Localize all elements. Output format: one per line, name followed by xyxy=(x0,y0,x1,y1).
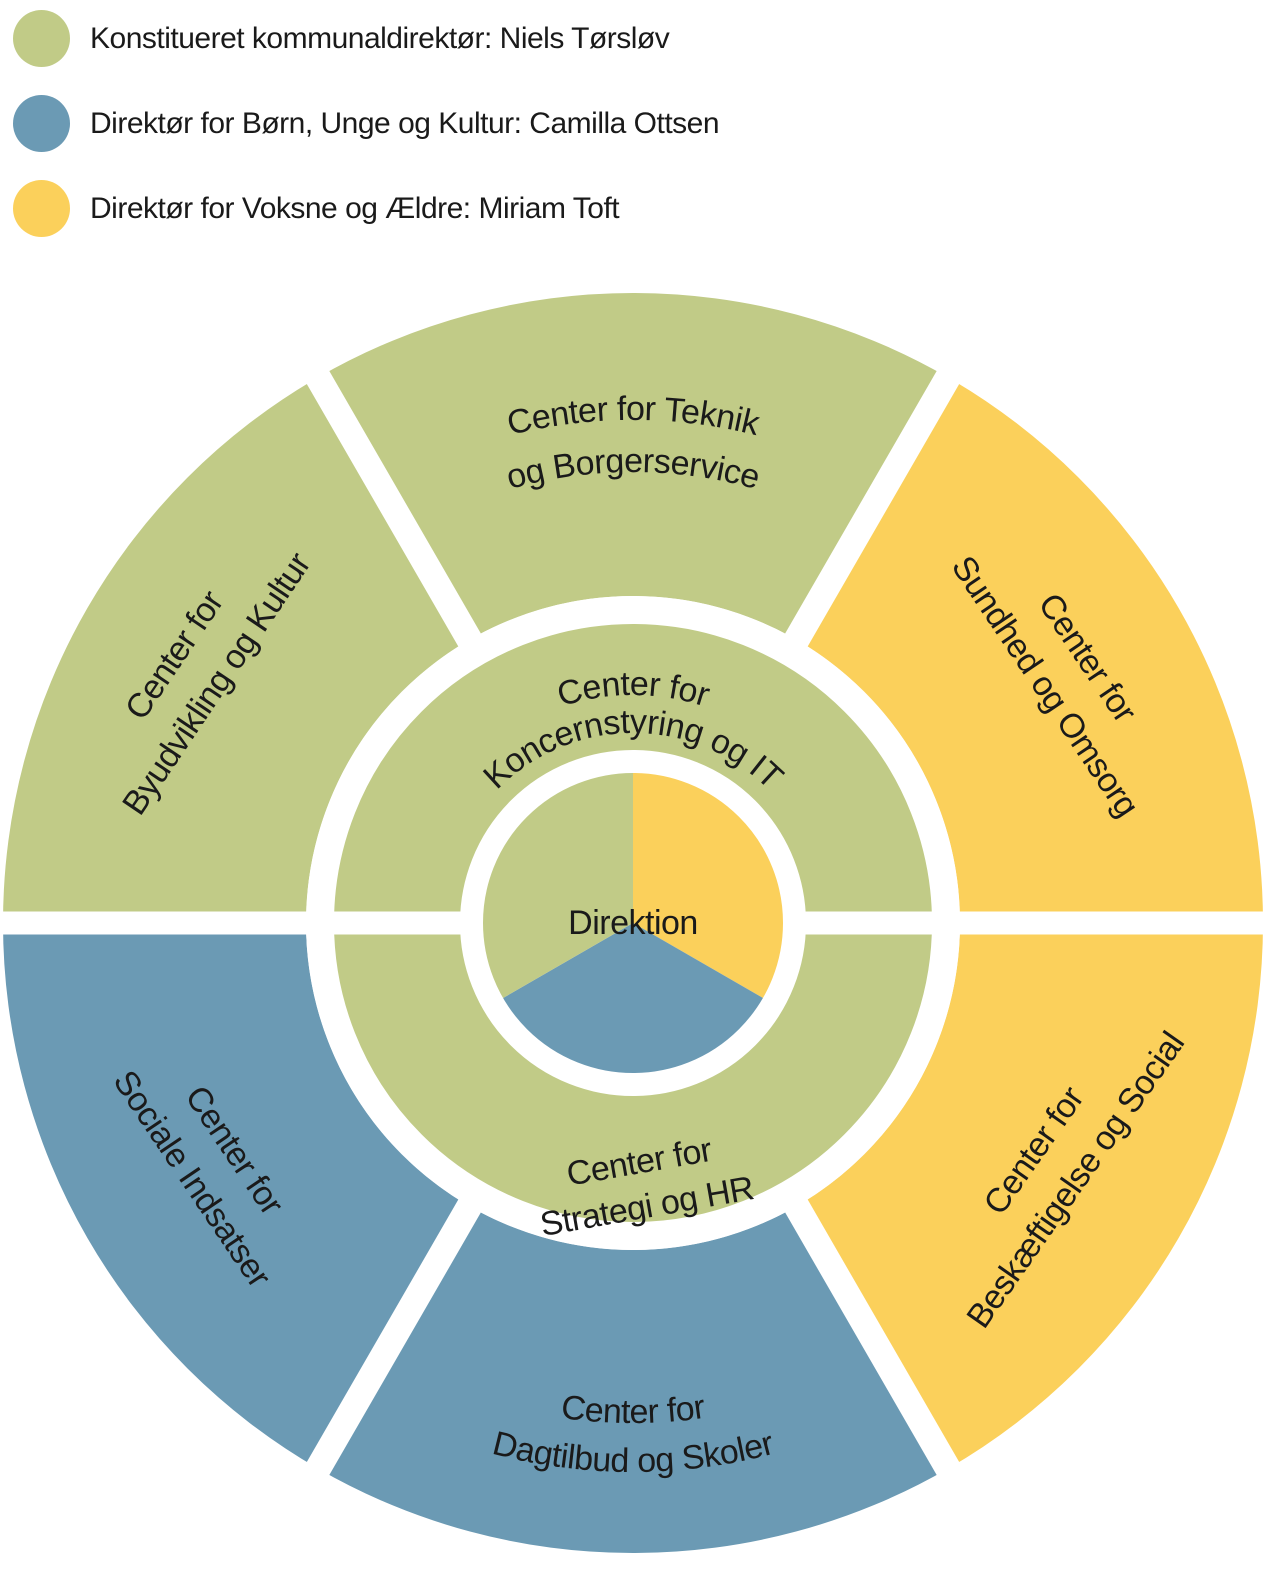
legend-item: Direktør for Børn, Unge og Kultur: Camil… xyxy=(13,95,720,152)
legend-label: Direktør for Børn, Unge og Kultur: Camil… xyxy=(90,106,720,140)
legend-dot-green xyxy=(13,10,70,67)
legend-label: Konstitueret kommunaldirektør: Niels Tør… xyxy=(90,21,670,55)
outer-segment-beskaeftigelse-og-social xyxy=(796,923,1263,1469)
hub-wedge-green xyxy=(480,770,633,1000)
segment-label-line: Center for xyxy=(559,1388,707,1431)
legend-item: Direktør for Voksne og Ældre: Miriam Tof… xyxy=(13,180,719,237)
legend-dot-yellow xyxy=(13,180,70,237)
divider-330 xyxy=(271,310,495,670)
legend-dot-blue xyxy=(13,95,70,152)
inner-segment-strategi-og-hr xyxy=(333,923,933,1223)
hub-label: Direktion xyxy=(568,904,698,942)
hub-wedge-yellow xyxy=(633,770,786,1000)
hub-wedge-blue xyxy=(500,923,766,1076)
outer-segment-sociale-indsatser xyxy=(3,923,470,1469)
divider-30 xyxy=(771,310,995,670)
outer-segment-byudvikling-og-kultur xyxy=(3,377,470,923)
divider-210 xyxy=(271,1176,495,1536)
outer-segment-sundhed-og-omsorg xyxy=(796,377,1263,923)
legend-item: Konstitueret kommunaldirektør: Niels Tør… xyxy=(13,10,719,67)
inner-segment-koncernstyring-og-it xyxy=(333,623,933,923)
legend-label: Direktør for Voksne og Ældre: Miriam Tof… xyxy=(90,191,620,225)
divider-150 xyxy=(771,1176,995,1536)
outer-segment-dagtilbud-og-skoler xyxy=(318,1206,948,1554)
legend: Konstitueret kommunaldirektør: Niels Tør… xyxy=(13,10,720,237)
outer-segment-teknik-og-borgerservice xyxy=(318,292,948,640)
